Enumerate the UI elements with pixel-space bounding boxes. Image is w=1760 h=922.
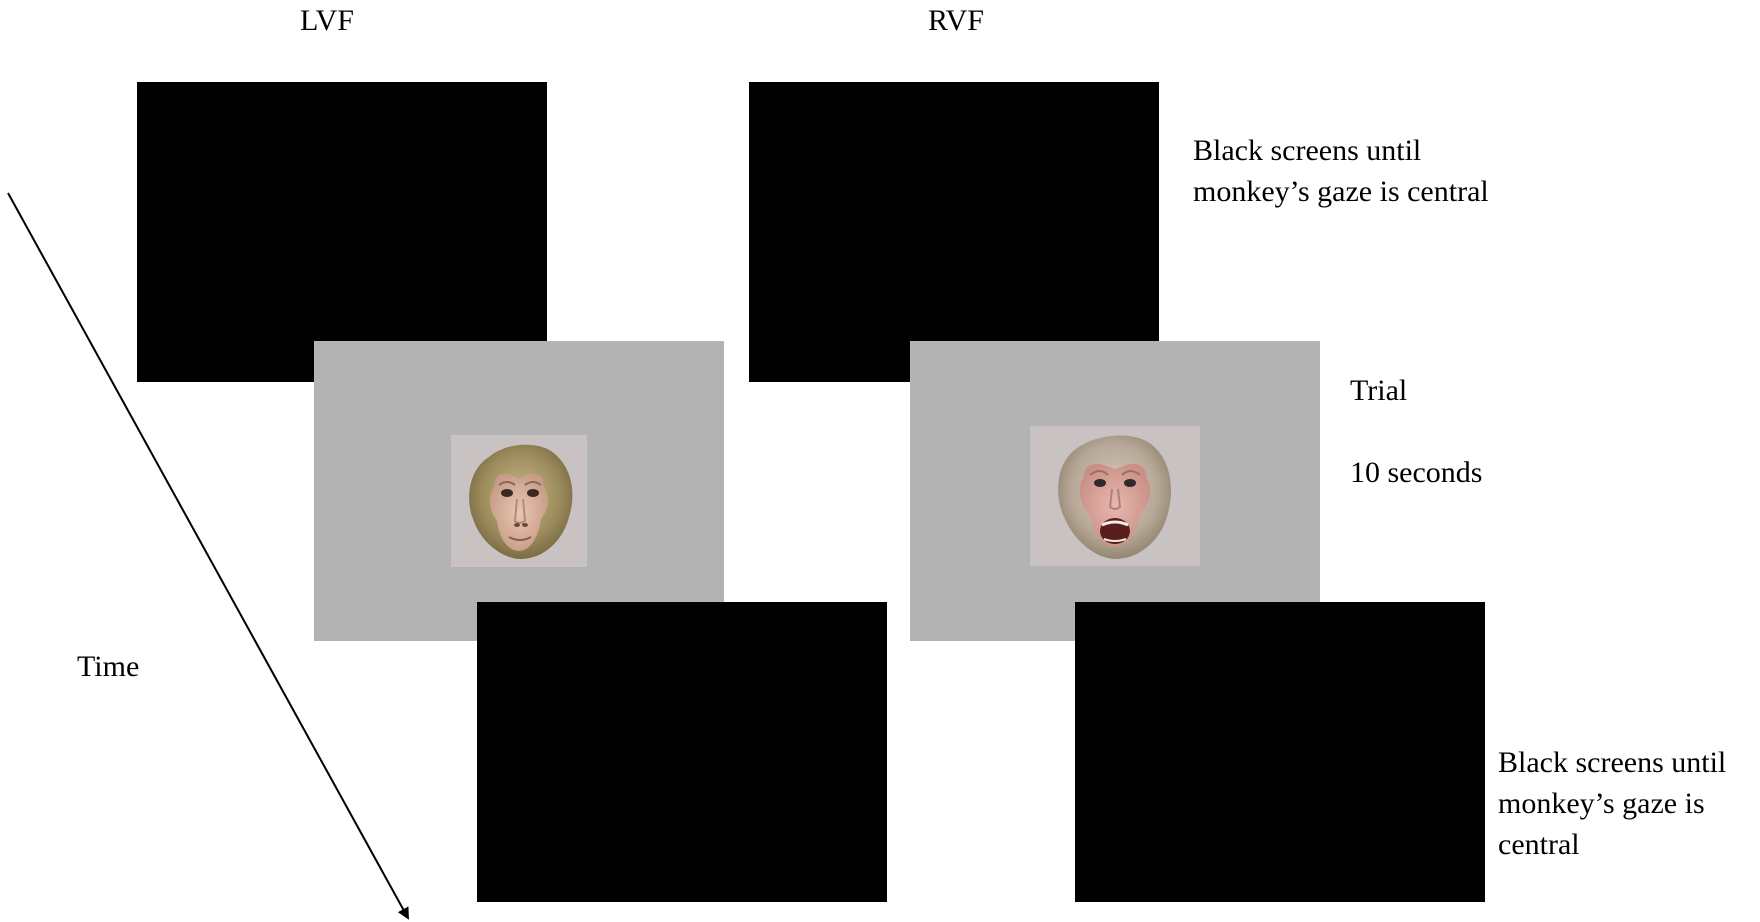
- annotation-top-line2: monkey’s gaze is central: [1193, 175, 1489, 208]
- rvf-black-screen-final: [1075, 602, 1485, 902]
- rvf-black-screen-initial: [749, 82, 1159, 382]
- lvf-black-screen-initial: [137, 82, 547, 382]
- time-label: Time: [77, 650, 140, 683]
- annotation-top-line1: Black screens until: [1193, 134, 1422, 167]
- annotation-top: Black screens until monkey’s gaze is cen…: [1193, 130, 1489, 212]
- lvf-trial-screen: [314, 341, 724, 641]
- rvf-trial-screen: [910, 341, 1320, 641]
- neutral-monkey-face-image: [451, 435, 587, 567]
- annotation-bottom-line1: Black screens until: [1498, 746, 1727, 779]
- annotation-bottom: Black screens until monkey’s gaze is cen…: [1498, 742, 1726, 865]
- annotation-bottom-line3: central: [1498, 828, 1580, 861]
- lvf-black-screen-final: [477, 602, 887, 902]
- annotation-bottom-line2: monkey’s gaze is: [1498, 787, 1705, 820]
- header-lvf: LVF: [300, 4, 354, 37]
- header-rvf: RVF: [928, 4, 984, 37]
- annotation-duration: 10 seconds: [1350, 456, 1483, 489]
- annotation-trial: Trial: [1350, 374, 1408, 407]
- open-mouth-monkey-face-image: [1030, 426, 1200, 566]
